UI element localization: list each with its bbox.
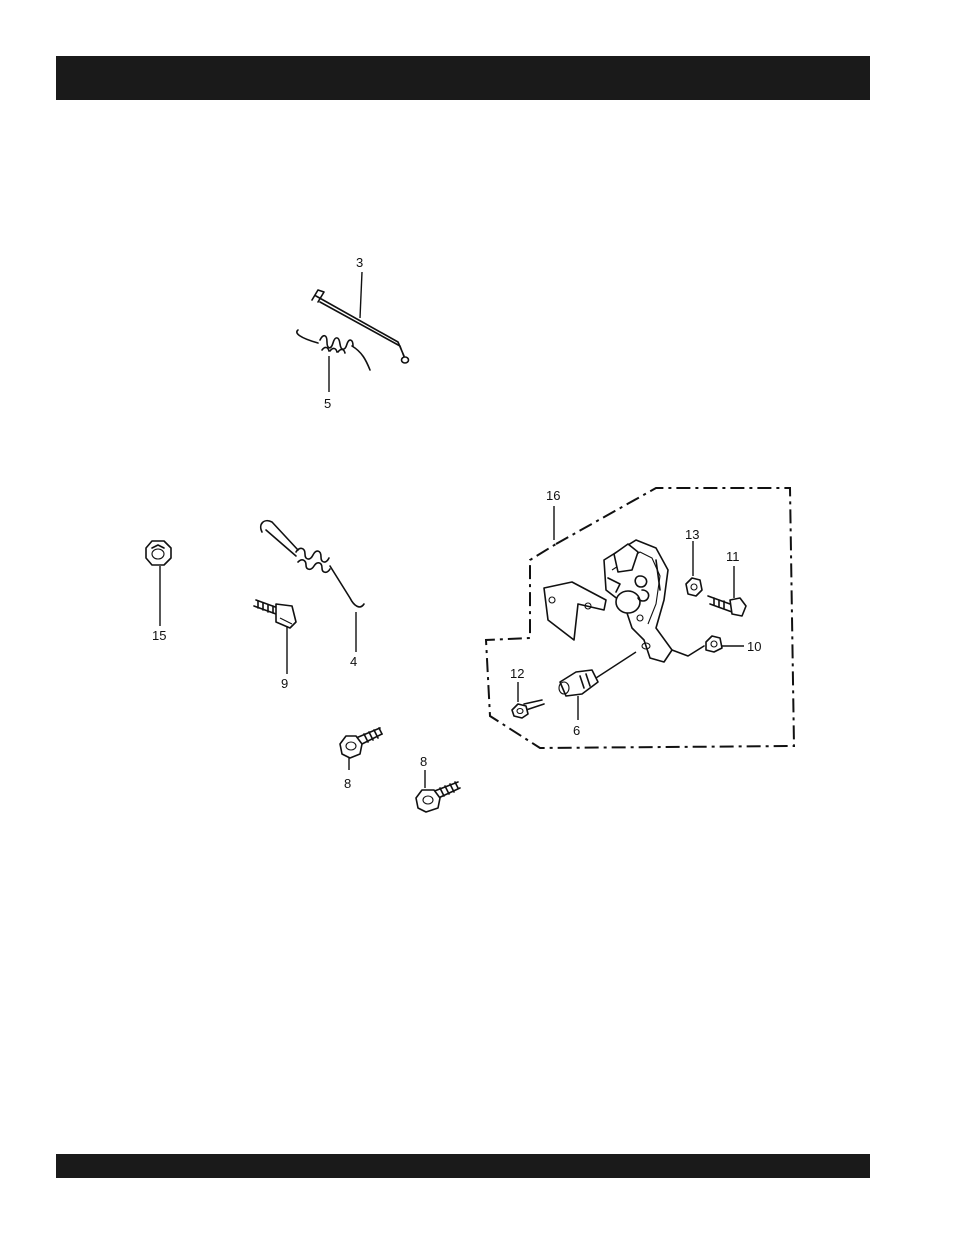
part-10-washer [672, 636, 722, 656]
leader-3 [360, 272, 362, 318]
part-6-stud [559, 652, 636, 696]
part-13-nut [686, 578, 702, 596]
part-5-spring [297, 330, 370, 370]
callout-8a: 8 [344, 776, 351, 791]
part-8b-bolt [416, 782, 460, 812]
callout-3: 3 [356, 255, 363, 270]
callout-11: 11 [726, 549, 740, 564]
callout-8b: 8 [420, 754, 427, 769]
callout-5: 5 [324, 396, 331, 411]
callout-15: 15 [152, 628, 166, 643]
part-4-spring-rod [261, 521, 364, 607]
part-15-nut [146, 541, 171, 565]
part-8a-bolt [340, 728, 382, 758]
part-12-bolt [512, 700, 544, 718]
callout-10: 10 [747, 639, 761, 654]
part-11-bolt [708, 596, 746, 616]
callout-9: 9 [281, 676, 288, 691]
callout-13: 13 [685, 527, 699, 542]
control-bracket-assembly [544, 540, 672, 662]
callout-12: 12 [510, 666, 524, 681]
callout-6: 6 [573, 723, 580, 738]
footer-bar [56, 1154, 870, 1178]
callout-4: 4 [350, 654, 357, 669]
part-9-bolt [254, 600, 296, 628]
callout-16: 16 [546, 488, 560, 503]
